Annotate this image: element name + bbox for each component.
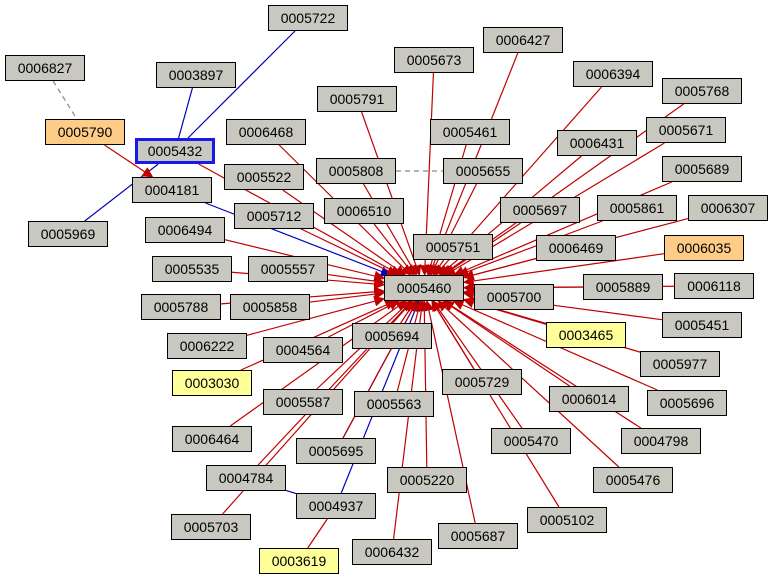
node-0005697[interactable]: 0005697	[500, 197, 580, 223]
node-0006827[interactable]: 0006827	[5, 55, 85, 81]
node-0005557[interactable]: 0005557	[248, 256, 328, 282]
node-0004798[interactable]: 0004798	[621, 428, 701, 454]
node-0005535[interactable]: 0005535	[152, 256, 232, 282]
node-0005461[interactable]: 0005461	[430, 119, 510, 145]
node-0005969[interactable]: 0005969	[28, 221, 108, 247]
node-0005788[interactable]: 0005788	[141, 294, 221, 320]
node-0006431[interactable]: 0006431	[557, 130, 637, 156]
node-0005768[interactable]: 0005768	[662, 78, 742, 104]
edge-n5655-n5460	[430, 183, 477, 276]
node-0003465[interactable]: 0003465	[546, 322, 626, 348]
edge-n4784-n4937	[285, 489, 297, 495]
edge-n3897-n5432	[178, 87, 193, 139]
edge-n5700-n5460	[462, 287, 475, 299]
node-0006468[interactable]: 0006468	[226, 119, 306, 145]
node-0005700[interactable]: 0005700	[474, 284, 554, 310]
node-0005722[interactable]: 0005722	[268, 5, 348, 31]
node-0005790[interactable]: 0005790	[45, 119, 125, 145]
node-0005703[interactable]: 0005703	[171, 514, 251, 540]
edge-n5722-n5432	[187, 30, 296, 139]
edge-n5790-n4181	[104, 144, 154, 178]
edge-n5476-n5460	[437, 300, 620, 468]
edge-n5861-n5460	[457, 220, 603, 277]
node-0006014[interactable]: 0006014	[549, 386, 629, 412]
node-0005476[interactable]: 0005476	[593, 467, 673, 493]
node-0003619[interactable]: 0003619	[259, 548, 339, 574]
node-0005858[interactable]: 0005858	[230, 294, 310, 320]
node-0006427[interactable]: 0006427	[483, 27, 563, 53]
node-0005696[interactable]: 0005696	[647, 390, 727, 416]
node-0005470[interactable]: 0005470	[491, 428, 571, 454]
node-0006469[interactable]: 0006469	[536, 235, 616, 261]
node-0006307[interactable]: 0006307	[688, 195, 768, 221]
edge-n6014-n5460	[442, 300, 571, 387]
node-0005563[interactable]: 0005563	[354, 391, 434, 417]
node-0005791[interactable]: 0005791	[317, 86, 397, 112]
node-0005220[interactable]: 0005220	[387, 467, 467, 493]
edge-n5712-n5460	[300, 228, 398, 276]
node-0006118[interactable]: 0006118	[674, 273, 754, 299]
node-0006494[interactable]: 0006494	[145, 217, 225, 243]
node-0004937[interactable]: 0004937	[296, 493, 376, 519]
node-0004784[interactable]: 0004784	[206, 465, 286, 491]
node-0005689[interactable]: 0005689	[662, 156, 742, 182]
node-0005687[interactable]: 0005687	[438, 523, 518, 549]
node-0005655[interactable]: 0005655	[443, 158, 523, 184]
node-0005977[interactable]: 0005977	[640, 351, 720, 377]
edge-n5791-n5460	[361, 111, 422, 277]
node-0005102[interactable]: 0005102	[527, 507, 607, 533]
node-0005460[interactable]: 0005460	[384, 275, 464, 301]
node-0005751[interactable]: 0005751	[413, 234, 493, 260]
node-0005522[interactable]: 0005522	[224, 164, 304, 190]
edge-n5695-n5460	[342, 300, 418, 439]
node-0006510[interactable]: 0006510	[324, 198, 404, 224]
node-0006432[interactable]: 0006432	[352, 539, 432, 565]
edge-n5687-n5460	[423, 299, 476, 524]
edge-n6464-n5460	[229, 300, 407, 427]
edge-n5557-n5460	[327, 273, 386, 287]
edge-n6510-n5460	[373, 223, 415, 276]
node-0005671[interactable]: 0005671	[646, 117, 726, 143]
node-0005808[interactable]: 0005808	[316, 158, 396, 184]
node-0005712[interactable]: 0005712	[234, 203, 314, 229]
edge-n4937-n3619	[307, 518, 328, 549]
node-0003897[interactable]: 0003897	[156, 62, 236, 88]
node-0005587[interactable]: 0005587	[263, 389, 343, 415]
node-0005861[interactable]: 0005861	[597, 195, 677, 221]
node-0006394[interactable]: 0006394	[573, 61, 653, 87]
node-0005673[interactable]: 0005673	[394, 47, 474, 73]
node-0005695[interactable]: 0005695	[296, 438, 376, 464]
node-0006464[interactable]: 0006464	[172, 426, 252, 452]
node-0006035[interactable]: 0006035	[664, 235, 744, 261]
edge-n5751-n5460	[432, 259, 445, 276]
node-0005694[interactable]: 0005694	[352, 323, 432, 349]
node-0006222[interactable]: 0006222	[167, 333, 247, 359]
node-0005451[interactable]: 0005451	[662, 312, 742, 338]
node-0005889[interactable]: 0005889	[583, 274, 663, 300]
edge-n5858-n5460	[309, 288, 386, 303]
node-0004181[interactable]: 0004181	[132, 177, 212, 203]
edge-n5102-n5460	[431, 300, 560, 508]
node-0005729[interactable]: 0005729	[442, 369, 522, 395]
edge-n6222-n5460	[246, 295, 386, 336]
node-0003030[interactable]: 0003030	[172, 370, 252, 396]
edge-n5470-n5460	[432, 300, 523, 429]
node-0004564[interactable]: 0004564	[263, 337, 343, 363]
node-0005432[interactable]: 0005432	[135, 138, 215, 164]
edge-n6035-n5460	[462, 253, 665, 287]
edge-n6827-n5790	[52, 80, 78, 120]
